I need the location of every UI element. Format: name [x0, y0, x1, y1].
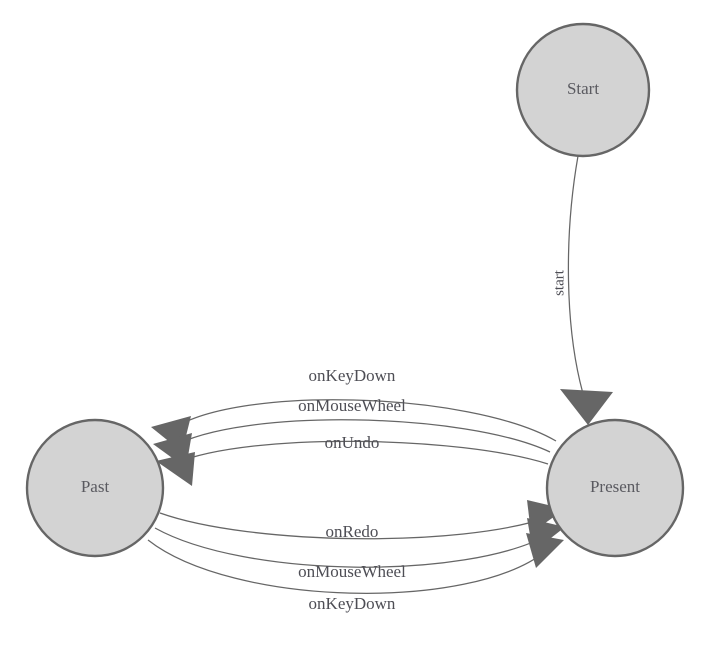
edge-label-present-past-onkeydown: onKeyDown	[309, 366, 396, 385]
arrow-head-past-present-onkeydown	[526, 533, 564, 568]
arrow-head-start-present	[560, 389, 613, 425]
node-past[interactable]: Past	[25, 418, 165, 558]
node-start[interactable]: Start	[515, 22, 651, 158]
edge-path-start-present	[567, 155, 587, 405]
edge-path-present-past-onkeydown	[169, 399, 557, 442]
node-start-circle	[515, 22, 651, 158]
node-present-label: Present	[590, 477, 640, 496]
node-start-label: Start	[567, 79, 599, 98]
edge-path-past-present-onmousewheel	[154, 527, 549, 568]
edge-label-past-present-onredo: onRedo	[326, 522, 379, 541]
edge-label-past-present-onmousewheel: onMouseWheel	[298, 562, 406, 581]
node-past-label: Past	[81, 477, 110, 496]
edge-path-present-past-onundo	[175, 440, 549, 465]
node-past-circle	[25, 418, 165, 558]
edge-label-present-past-onundo: onUndo	[325, 433, 380, 452]
edge-label-present-past-onmousewheel: onMouseWheel	[298, 396, 406, 415]
edge-past-to-present-onredo[interactable]: onRedo	[159, 500, 565, 541]
edge-start-to-present[interactable]: start	[551, 155, 613, 425]
edge-past-to-present-onkeydown[interactable]: onKeyDown	[147, 533, 564, 613]
arrow-head-present-past-onundo	[156, 452, 195, 486]
node-present-circle	[545, 418, 685, 558]
node-present[interactable]: Present	[545, 418, 685, 558]
edge-label-past-present-onkeydown: onKeyDown	[309, 594, 396, 613]
edge-path-past-present-onredo	[159, 512, 550, 540]
edge-present-to-past-onmousewheel[interactable]: onMouseWheel	[153, 396, 551, 468]
edge-path-past-present-onkeydown	[147, 539, 547, 594]
edge-path-present-past-onmousewheel	[171, 419, 551, 453]
edge-present-to-past-onundo[interactable]: onUndo	[156, 433, 549, 486]
edge-label-start: start	[551, 269, 567, 296]
